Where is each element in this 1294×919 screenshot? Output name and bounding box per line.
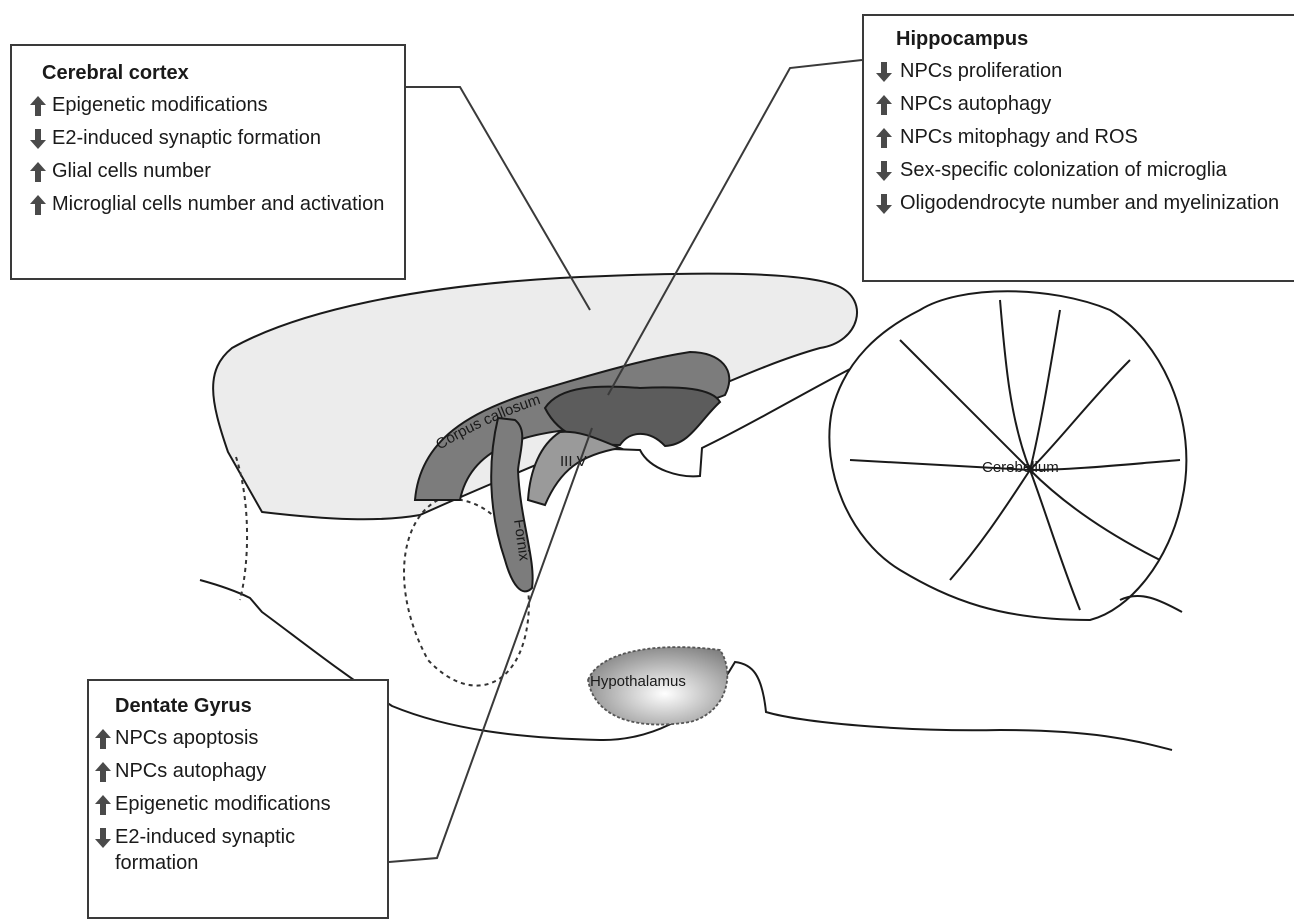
list-item: E2-induced synaptic formation <box>30 125 392 151</box>
down-arrow-icon <box>95 828 111 848</box>
list-item: Glial cells number <box>30 158 392 184</box>
list-item-text: Epigenetic modifications <box>115 791 379 817</box>
list-item: NPCs autophagy <box>876 91 1294 117</box>
dentate-gyrus-title: Dentate Gyrus <box>115 693 379 719</box>
up-arrow-icon <box>95 729 111 749</box>
up-arrow-icon <box>876 128 892 148</box>
list-item-text: Epigenetic modifications <box>52 92 392 118</box>
list-item-text: NPCs mitophagy and ROS <box>900 124 1294 150</box>
cerebral-cortex-title: Cerebral cortex <box>42 60 392 86</box>
down-arrow-icon <box>30 129 46 149</box>
list-item: Microglial cells number and activation <box>30 191 392 217</box>
list-item-text: Oligodendrocyte number and myelinization <box>900 190 1294 216</box>
list-item: Epigenetic modifications <box>95 791 379 817</box>
cerebellum-label: Cerebellum <box>982 459 1059 476</box>
up-arrow-icon <box>876 95 892 115</box>
list-item-text: NPCs apoptosis <box>115 725 379 751</box>
list-item-text: NPCs proliferation <box>900 58 1294 84</box>
hippocampus-box: Hippocampus NPCs proliferation NPCs auto… <box>862 14 1294 282</box>
third-ventricle-label: III V <box>560 453 587 470</box>
up-arrow-icon <box>95 795 111 815</box>
list-item-text: Glial cells number <box>52 158 392 184</box>
up-arrow-icon <box>30 195 46 215</box>
list-item: Epigenetic modifications <box>30 92 392 118</box>
list-item: Oligodendrocyte number and myelinization <box>876 190 1294 216</box>
list-item: E2-induced synaptic formation <box>95 824 379 876</box>
cerebral-cortex-box: Cerebral cortex Epigenetic modifications… <box>10 44 406 280</box>
list-item: NPCs mitophagy and ROS <box>876 124 1294 150</box>
hypothalamus-label: Hypothalamus <box>590 673 686 690</box>
down-arrow-icon <box>876 161 892 181</box>
up-arrow-icon <box>30 162 46 182</box>
list-item: NPCs apoptosis <box>95 725 379 751</box>
up-arrow-icon <box>95 762 111 782</box>
hippocampus-title: Hippocampus <box>896 26 1294 52</box>
cortex-leader-line <box>406 87 590 310</box>
list-item: NPCs autophagy <box>95 758 379 784</box>
cerebellum-region <box>829 291 1186 620</box>
up-arrow-icon <box>30 96 46 116</box>
list-item: NPCs proliferation <box>876 58 1294 84</box>
list-item-text: NPCs autophagy <box>900 91 1294 117</box>
list-item-text: Sex-specific colonization of microglia <box>900 157 1294 183</box>
down-arrow-icon <box>876 194 892 214</box>
list-item-text: E2-induced synaptic formation <box>115 824 379 876</box>
list-item-text: Microglial cells number and activation <box>52 191 392 217</box>
list-item-text: NPCs autophagy <box>115 758 379 784</box>
dentate-gyrus-box: Dentate Gyrus NPCs apoptosis NPCs autoph… <box>87 679 389 919</box>
list-item: Sex-specific colonization of microglia <box>876 157 1294 183</box>
list-item-text: E2-induced synaptic formation <box>52 125 392 151</box>
down-arrow-icon <box>876 62 892 82</box>
